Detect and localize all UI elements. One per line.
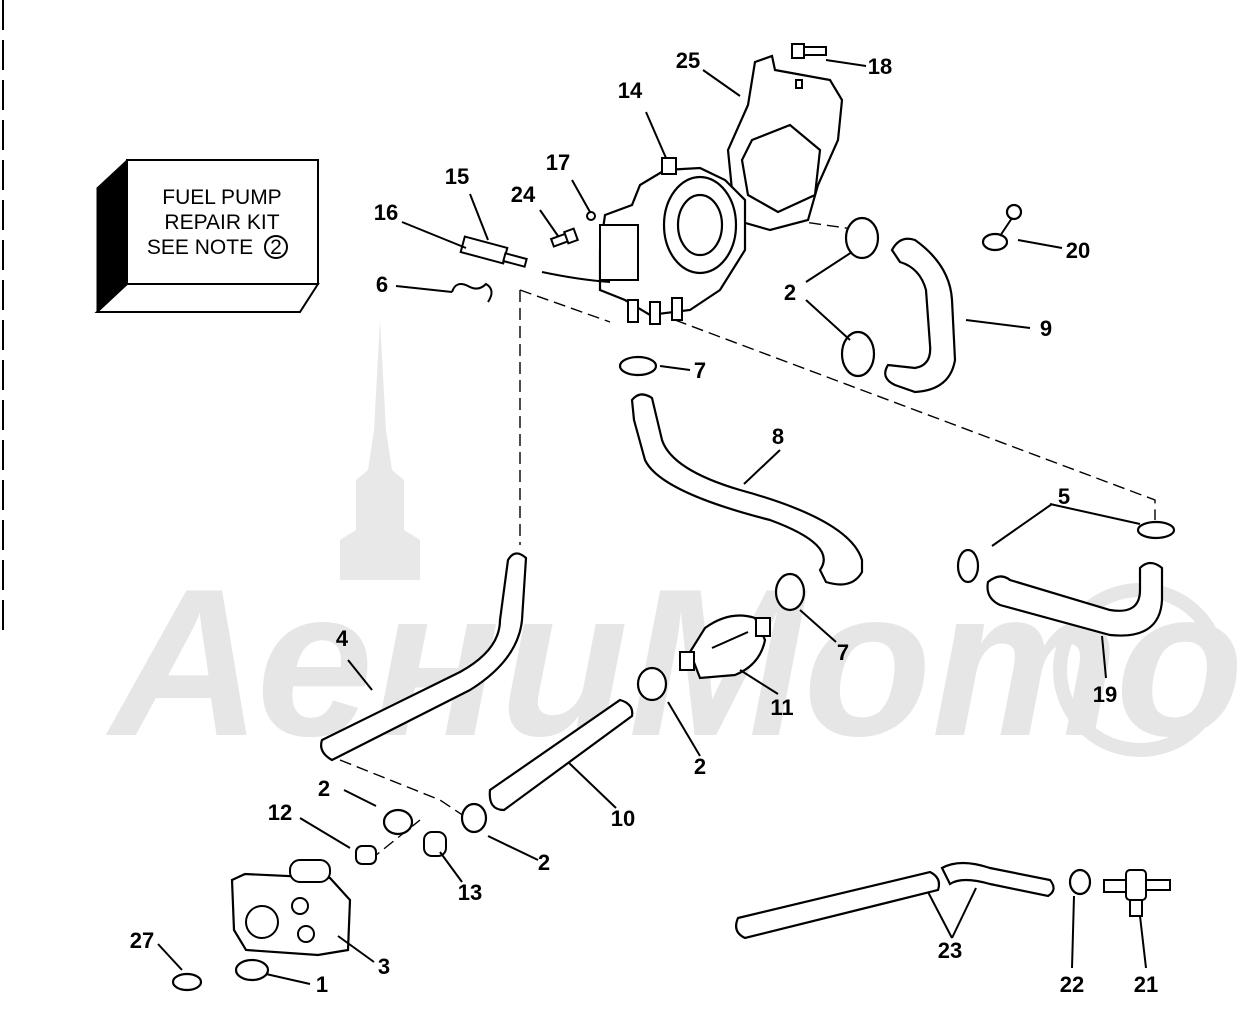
kit-line-3: SEE NOTE	[147, 236, 253, 259]
callout-23: 23	[938, 938, 962, 963]
callout-14: 14	[618, 78, 643, 103]
part-11-fuel-filter	[679, 614, 771, 680]
callout-1: 1	[316, 972, 328, 997]
part-19-hose	[986, 561, 1164, 637]
part-10-hose	[488, 698, 634, 812]
part-13-sleeve	[423, 831, 447, 857]
callout-7-lower: 7	[837, 640, 849, 665]
leader-lines	[157, 59, 1147, 985]
callout-2-lower-right: 2	[538, 850, 550, 875]
watermark: АениМото	[105, 320, 1244, 780]
repair-kit-box: FUEL PUMP REPAIR KIT SEE NOTE 2	[94, 158, 320, 314]
kit-line-1: FUEL PUMP	[162, 186, 281, 209]
callout-22: 22	[1060, 972, 1084, 997]
part-25-bracket	[726, 54, 844, 232]
callout-10: 10	[611, 806, 635, 831]
callout-21: 21	[1134, 972, 1158, 997]
part-7-clamp-upper	[618, 355, 658, 377]
callout-16: 16	[374, 200, 398, 225]
callout-20: 20	[1066, 238, 1090, 263]
callout-9: 9	[1040, 316, 1052, 341]
callout-7-upper: 7	[694, 358, 706, 383]
part-2-clamp-lower-right	[460, 802, 488, 834]
part-12-fitting	[355, 845, 377, 865]
callout-5: 5	[1058, 484, 1070, 509]
part-2-clamp-upper	[844, 216, 880, 260]
callout-6: 6	[376, 272, 388, 297]
note-circle	[264, 235, 288, 259]
part-2-clamp-middle	[840, 330, 876, 378]
part-20-clamp	[981, 203, 1023, 252]
part-23-hoses	[735, 861, 1055, 940]
part-1-clamp	[234, 958, 270, 982]
part-3-housing	[230, 859, 352, 957]
callout-2-lower-left: 2	[318, 776, 330, 801]
part-15-fitting	[459, 235, 611, 283]
part-14-fuel-pump	[598, 157, 747, 325]
callout-12: 12	[268, 800, 292, 825]
part-4-hose	[320, 552, 528, 762]
part-2-clamp-filter	[636, 666, 668, 702]
watermark-spire	[340, 320, 420, 580]
part-21-connector	[1103, 869, 1171, 917]
callout-2-filter: 2	[694, 754, 706, 779]
part-2-clamp-lower-left	[382, 808, 414, 836]
callout-3: 3	[378, 954, 390, 979]
part-6-clip	[451, 282, 493, 303]
callout-25: 25	[676, 48, 700, 73]
kit-note-number: 2	[270, 236, 282, 259]
part-5-clamp-right	[1136, 520, 1176, 540]
callout-8: 8	[772, 424, 784, 449]
callout-24: 24	[511, 182, 536, 207]
callout-17: 17	[546, 150, 570, 175]
part-8-hose	[630, 393, 864, 586]
callout-15: 15	[445, 164, 469, 189]
callout-11: 11	[770, 695, 793, 720]
callouts: 25 18 14 17 15 24 16 20 6 2 9 7 8 5 4 7 …	[130, 48, 1158, 997]
part-18-screw	[791, 43, 827, 59]
part-22-clamp	[1068, 868, 1092, 896]
part-27-clamp	[171, 972, 203, 992]
part-5-clamp-left	[956, 548, 980, 584]
assembly-lines	[339, 209, 1156, 861]
callout-13: 13	[458, 880, 482, 905]
callout-2-upper: 2	[784, 280, 796, 305]
kit-line-2: REPAIR KIT	[164, 211, 279, 234]
part-24-screw	[549, 227, 580, 248]
callout-19: 19	[1093, 682, 1117, 707]
callout-27: 27	[130, 928, 154, 953]
part-17-nut	[586, 211, 596, 221]
part-7-clamp-lower	[774, 572, 806, 612]
watermark-text: АениМото	[105, 545, 1244, 780]
callout-4: 4	[336, 626, 349, 651]
callout-18: 18	[868, 54, 892, 79]
part-9-hose	[884, 237, 957, 394]
